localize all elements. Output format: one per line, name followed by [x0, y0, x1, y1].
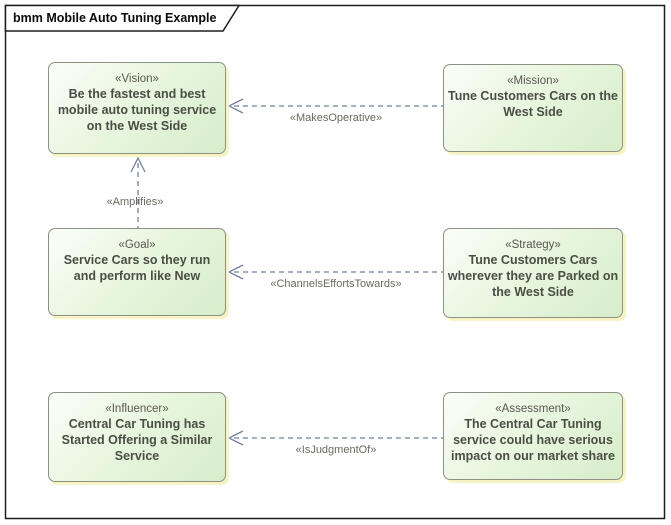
connector-makes-operative[interactable] [227, 98, 443, 114]
open-arrowhead-icon [130, 156, 146, 173]
node-influencer[interactable]: «Influencer» Central Car Tuning has Star… [48, 392, 226, 482]
connector-amplifies[interactable] [130, 156, 146, 228]
node-mission[interactable]: «Mission» Tune Customers Cars on the Wes… [443, 64, 623, 152]
node-goal-text: Service Cars so they run and perform lik… [63, 252, 211, 283]
node-strategy-text: Tune Customers Cars wherever they are Pa… [447, 252, 619, 299]
open-arrowhead-icon [227, 264, 244, 280]
connector-is-judgment-of[interactable] [227, 430, 443, 446]
connector-channels-efforts-towards[interactable] [227, 264, 443, 280]
node-influencer-text: Central Car Tuning has Started Offering … [61, 416, 213, 463]
connector-label-channels-efforts-towards[interactable]: «ChannelsEffortsTowards» [270, 278, 402, 290]
node-influencer-stereotype: «Influencer» [105, 403, 169, 415]
connector-label-makes-operative[interactable]: «MakesOperative» [289, 112, 383, 124]
node-mission-text: Tune Customers Cars on the West Side [448, 88, 618, 119]
diagram-title-tab[interactable] [4, 4, 241, 32]
node-goal[interactable]: «Goal» Service Cars so they run and perf… [48, 228, 226, 316]
node-strategy-stereotype: «Strategy» [505, 239, 561, 251]
node-vision[interactable]: «Vision» Be the fastest and best mobile … [48, 62, 226, 154]
connector-label-is-judgment-of[interactable]: «IsJudgmentOf» [295, 444, 377, 456]
diagram-frame [4, 4, 666, 520]
node-assessment[interactable]: «Assessment» The Central Car Tuning serv… [443, 392, 623, 480]
open-arrowhead-icon [227, 98, 244, 114]
node-vision-stereotype: «Vision» [115, 73, 159, 85]
node-assessment-text: The Central Car Tuning service could hav… [451, 416, 615, 463]
diagram-title: bmm Mobile Auto Tuning Example [13, 11, 217, 25]
node-vision-text: Be the fastest and best mobile auto tuni… [57, 86, 217, 133]
node-goal-stereotype: «Goal» [118, 239, 156, 251]
node-assessment-stereotype: «Assessment» [495, 403, 571, 415]
open-arrowhead-icon [227, 430, 244, 446]
node-strategy[interactable]: «Strategy» Tune Customers Cars wherever … [443, 228, 623, 318]
node-mission-stereotype: «Mission» [507, 75, 559, 87]
connector-label-amplifies[interactable]: «Amplifies» [106, 196, 164, 208]
